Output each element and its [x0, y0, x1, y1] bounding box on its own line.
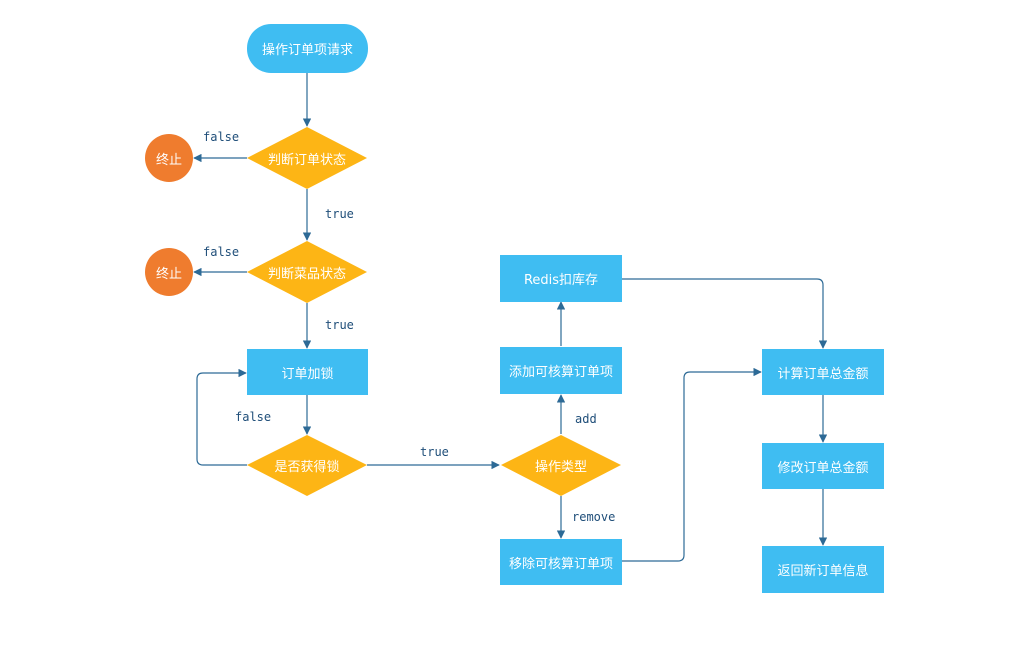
decision-lock-acquired-shape: [247, 435, 367, 496]
edge-label-dish-false: false: [203, 245, 240, 259]
edge-label-lock-false: false: [235, 410, 272, 424]
edge-label-op-add: add: [575, 412, 597, 426]
decision-operation-type-label: 操作类型: [534, 459, 587, 475]
process-lock-order: 订单加锁: [247, 349, 368, 395]
edge-label-order-false: false: [203, 130, 240, 144]
decision-order-status-label: 判断订单状态: [267, 152, 346, 168]
decision-dish-status-shape: [247, 241, 367, 303]
decision-dish-status-label: 判断菜品状态: [267, 266, 346, 282]
edge-label-dish-true: true: [325, 318, 354, 332]
edge-label-op-remove: remove: [572, 510, 616, 524]
terminal-node-2: 终止: [145, 248, 193, 296]
edge-label-order-true: true: [325, 207, 354, 221]
edge-label-lock-true: true: [420, 445, 449, 459]
process-return-info: 返回新订单信息: [762, 546, 884, 593]
process-redis-deduct: Redis扣库存: [500, 255, 622, 302]
edge-lock-false-loop: [196, 368, 247, 466]
edge-redis-to-calc: [622, 278, 828, 349]
process-remove-item: 移除可核算订单项: [500, 539, 622, 585]
terminal-node-1: 终止: [145, 134, 193, 182]
decision-operation-type-shape: [501, 435, 621, 496]
process-update-total: 修改订单总金额: [762, 443, 884, 489]
process-calc-total: 计算订单总金额: [762, 349, 884, 395]
start-node: 操作订单项请求: [247, 24, 368, 73]
decision-order-status-shape: [247, 127, 367, 189]
edge-remove-to-calc: [622, 367, 762, 562]
decision-lock-acquired-label: 是否获得锁: [274, 459, 340, 475]
process-add-item: 添加可核算订单项: [500, 347, 622, 394]
